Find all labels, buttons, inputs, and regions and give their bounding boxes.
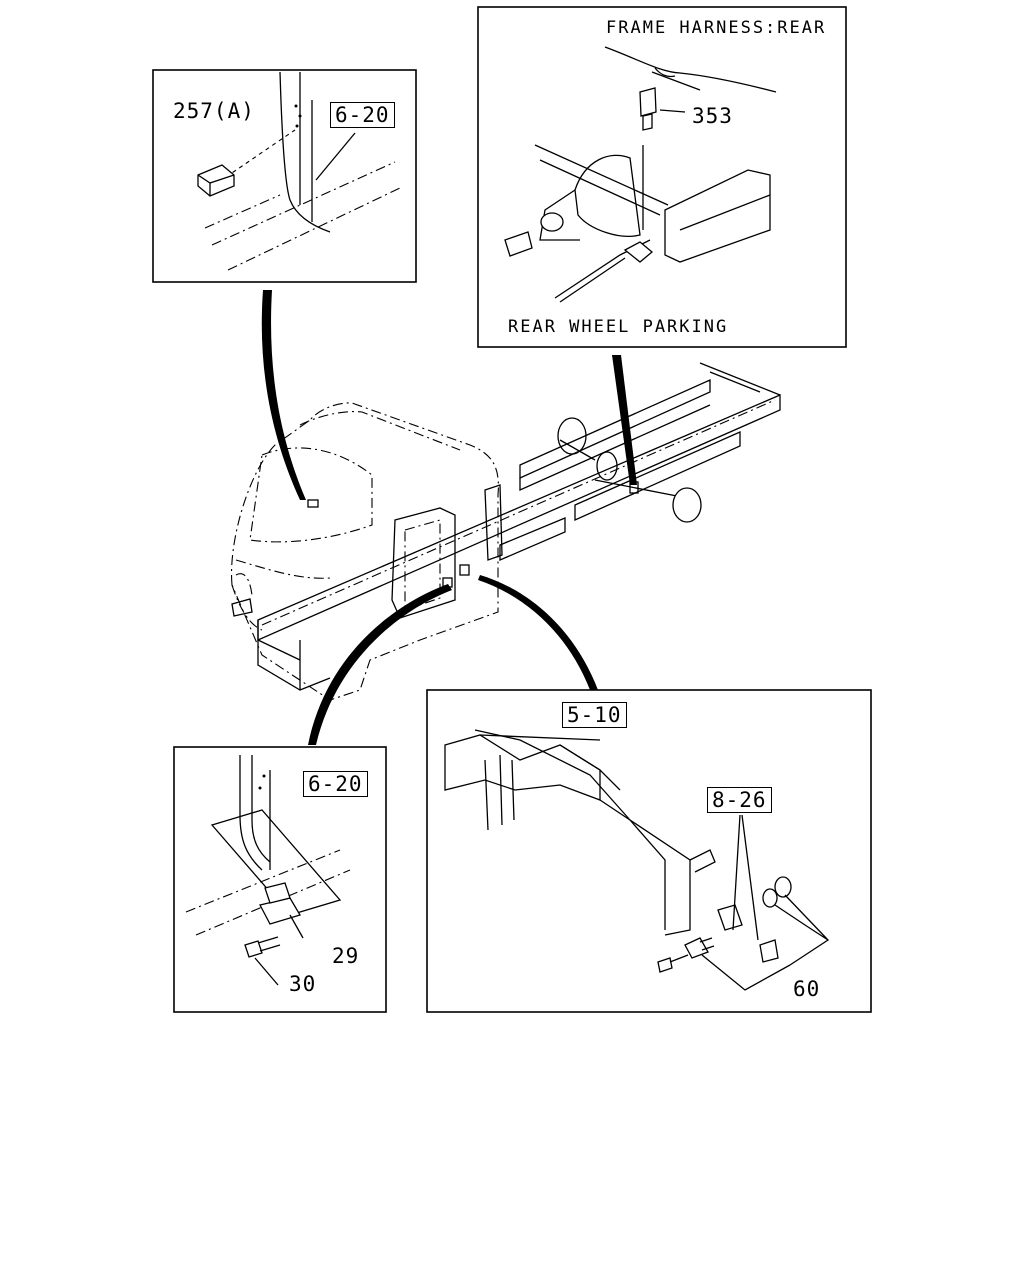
inset-bottom-right — [426, 689, 872, 1013]
inset-bottom-left — [173, 746, 387, 1013]
part-label-257a: 257(A) — [173, 99, 255, 123]
part-label-30: 30 — [289, 972, 317, 996]
ref-box-8-26: 8-26 — [707, 787, 772, 813]
ref-box-6-20-bottom: 6-20 — [303, 771, 368, 797]
ref-box-5-10: 5-10 — [562, 702, 627, 728]
inset-top-left — [152, 69, 417, 283]
part-label-353: 353 — [692, 104, 733, 128]
inset-top-right — [477, 6, 847, 348]
leader-lines — [261, 290, 637, 745]
ref-box-6-20-top: 6-20 — [330, 102, 395, 128]
part-label-60: 60 — [793, 977, 821, 1001]
part-label-29: 29 — [332, 944, 360, 968]
truck-chassis-drawing — [230, 362, 781, 701]
caption-rear-wheel-parking: REAR WHEEL PARKING — [508, 317, 729, 337]
caption-frame-harness-rear: FRAME HARNESS:REAR — [606, 18, 827, 38]
